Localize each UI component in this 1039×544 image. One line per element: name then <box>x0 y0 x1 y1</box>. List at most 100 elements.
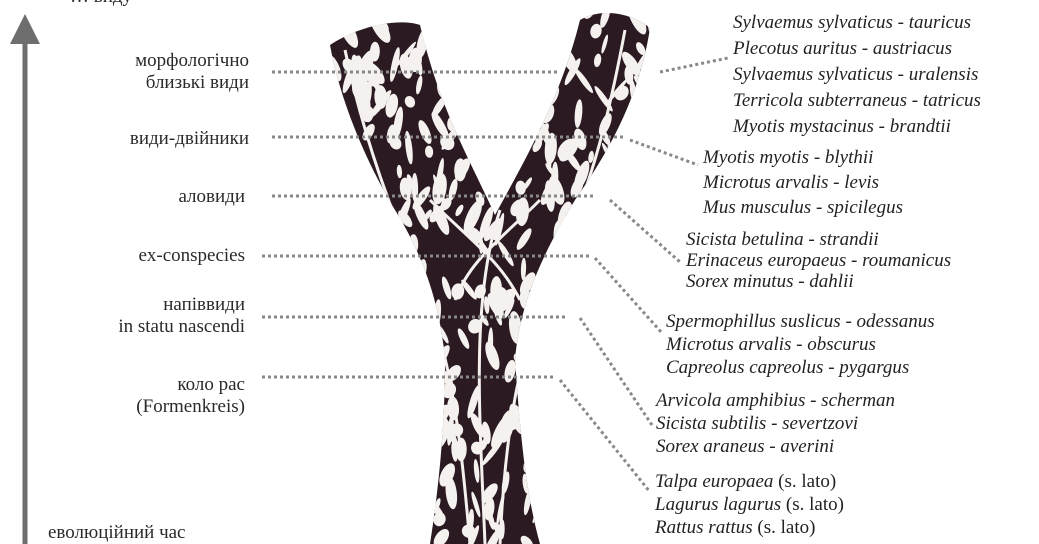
tree-leaf-gap <box>460 27 479 55</box>
time-axis-label: еволюційний час <box>48 522 186 544</box>
tree-leaf-gap <box>407 465 425 484</box>
tree-leaf-gap <box>647 286 655 318</box>
tree-leaf-gap <box>607 432 619 445</box>
tree-leaf-gap <box>647 129 661 160</box>
tree-leaf-gap <box>650 108 668 131</box>
tree-leaf-gap <box>614 178 630 196</box>
tree-leaf-gap <box>595 289 600 315</box>
tree-leaf-gap <box>499 21 508 37</box>
tree-leaf-gap <box>629 262 647 294</box>
tree-leaf-gap <box>553 233 568 254</box>
tree-leaf-gap <box>600 440 610 473</box>
tree-leaf-gap <box>385 327 403 363</box>
tree-leaf-gap <box>478 17 497 40</box>
time-arrow-head <box>10 14 40 44</box>
tree-leaf-gap <box>393 289 406 306</box>
tree-leaf-gap <box>426 376 445 403</box>
tree-leaf-gap <box>519 22 538 58</box>
tree-leaf-gap <box>625 342 640 359</box>
tree-leaf-gap <box>346 518 366 538</box>
tree-leaf-gap <box>324 484 345 505</box>
tree-leaf-gap <box>321 6 340 27</box>
tree-leaf-gap <box>343 411 364 436</box>
tree-leaf-gap <box>458 78 471 101</box>
tree-leaf-gap <box>580 400 605 431</box>
tree-leaf-gap <box>381 280 394 294</box>
tree-leaf-gap <box>428 0 450 25</box>
tree-leaf-gap <box>625 267 641 297</box>
tree-leaf-gap <box>518 393 541 420</box>
tree-leaf-gap <box>324 115 338 128</box>
tree-leaf-gap <box>421 321 430 349</box>
tree-leaf-gap <box>516 42 532 73</box>
tree-leaf-gap <box>320 209 337 227</box>
tree-leaf-gap <box>415 507 429 524</box>
tree-leaf-gap <box>560 226 579 246</box>
species-item: Myotis mystacinus - brandtii <box>733 114 981 140</box>
tree-leaf-gap <box>352 420 374 443</box>
tree-leaf-gap <box>341 215 356 240</box>
evolutionary-time-arrow <box>10 14 40 544</box>
tree-leaf-gap <box>331 408 341 426</box>
tree-leaf-gap <box>381 408 394 442</box>
tree-leaf-gap <box>557 496 567 511</box>
tree-leaf-gap <box>399 428 406 449</box>
species-item: Spermophillus suslicus - odessanus <box>666 310 935 333</box>
tree-leaf-gap <box>356 376 376 413</box>
tree-leaf-gap <box>538 8 556 32</box>
tree-leaf-gap <box>479 0 489 21</box>
species-item: Sicista subtilis - severtzovi <box>656 412 895 435</box>
tree-leaf-gap <box>407 481 428 509</box>
tree-leaf-gap <box>560 213 574 234</box>
tree-leaf-gap <box>525 392 548 418</box>
tree-leaf-gap <box>384 387 410 423</box>
tree-leaf-gap <box>397 353 403 378</box>
tree-leaf-gap <box>312 400 332 425</box>
tree-leaf-gap <box>568 364 579 381</box>
tree-leaf-gap <box>565 520 588 544</box>
tree-leaf-gap <box>545 286 554 305</box>
tree-leaf-gap <box>346 506 357 524</box>
species-group-3: Sicista betulina - strandii Erinaceus eu… <box>686 229 951 292</box>
tree-leaf-gap <box>634 165 652 192</box>
species-item: Capreolus capreolus - pygargus <box>666 356 935 379</box>
tree-leaf-gap <box>526 91 547 113</box>
tree-leaf-gap <box>508 77 515 90</box>
tree-leaf-gap <box>613 227 625 242</box>
tree-leaf-gap <box>588 289 605 321</box>
tree-leaf-gap <box>508 92 520 109</box>
tree-leaf-gap <box>568 396 576 412</box>
tree-leaf-gap <box>331 348 343 385</box>
tree-leaf-gap <box>643 0 664 15</box>
tree-leaf-gap <box>347 210 365 231</box>
species-item: Lagurus lagurus (s. lato) <box>655 493 844 516</box>
tree-leaf-gap <box>576 325 603 360</box>
tree-leaf-gap <box>592 393 616 420</box>
tree-leaf-gap <box>536 293 546 318</box>
species-item: Plecotus auritus - austriacus <box>733 36 981 62</box>
level-label-formenkreis: коло рас(Formenkreis) <box>136 374 245 418</box>
tree-leaf-gap <box>472 126 498 155</box>
tree-leaf-gap <box>617 382 623 403</box>
tree-leaf-gap <box>412 509 427 526</box>
tree-leaf-gap <box>556 327 569 358</box>
tree-leaf-gap <box>541 320 558 356</box>
tree-leaf-gap <box>366 322 376 335</box>
tree-leaf-gap <box>480 1 497 31</box>
tree-leaf-gap <box>410 324 426 350</box>
tree-leaf-gap <box>616 258 624 282</box>
tree-leaf-gap <box>335 266 343 281</box>
tree-leaf-gap <box>657 0 663 17</box>
tree-leaf-gap <box>594 392 623 425</box>
tree-leaf-gap <box>574 218 600 249</box>
tree-leaf-gap <box>386 327 393 347</box>
leader-line-7 <box>660 58 728 72</box>
leader-line-11 <box>580 318 652 425</box>
tree-leaf-gap <box>418 334 432 350</box>
tree-leaf-gap <box>608 384 635 417</box>
tree-leaf-gap <box>637 116 659 141</box>
tree-leaf-gap <box>419 318 441 352</box>
tree-leaf-gap <box>378 442 387 471</box>
tree-leaf-gap <box>363 261 378 278</box>
tree-leaf-gap <box>424 456 435 473</box>
